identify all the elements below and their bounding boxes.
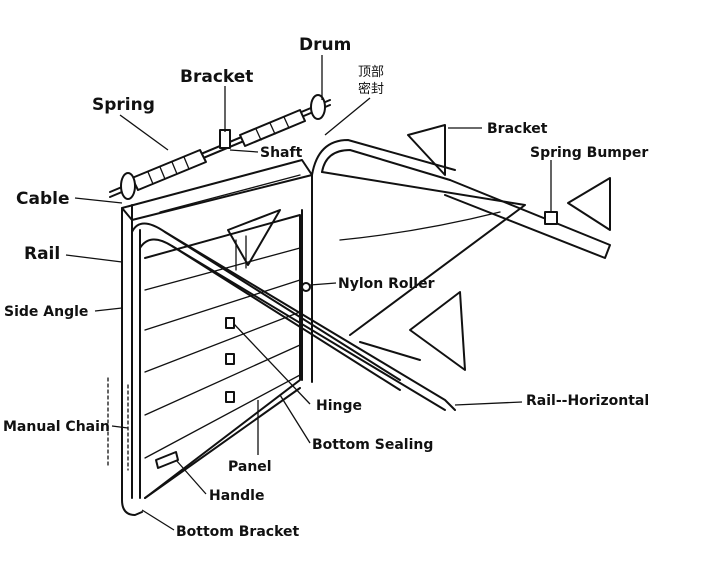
label-panel: Panel — [228, 459, 272, 475]
label-spring-bumper: Spring Bumper — [530, 145, 648, 161]
label-bracket-right: Bracket — [487, 121, 548, 137]
manual-chain — [107, 377, 129, 471]
door-panel — [144, 214, 301, 499]
door-drawing — [107, 94, 611, 516]
label-chinese-line2: 密封 — [358, 81, 384, 97]
label-side-angle: Side Angle — [4, 304, 88, 320]
labels: Drum Bracket Spring 顶部 密封 Bracket Shaft … — [3, 35, 649, 540]
label-chinese-line1: 顶部 — [358, 65, 384, 80]
label-drum: Drum — [299, 35, 351, 55]
label-cable: Cable — [16, 189, 69, 209]
horizontal-section — [164, 124, 611, 411]
label-bottom-bracket: Bottom Bracket — [176, 524, 300, 540]
label-shaft: Shaft — [260, 145, 303, 161]
label-rail-horizontal: Rail--Horizontal — [526, 393, 649, 409]
label-bracket-top: Bracket — [180, 67, 253, 87]
label-spring: Spring — [92, 95, 155, 115]
nylon-roller-shape — [301, 282, 311, 292]
label-manual-chain: Manual Chain — [3, 419, 110, 435]
right-rail — [301, 139, 456, 383]
header-beam — [121, 159, 313, 221]
label-nylon-roller: Nylon Roller — [338, 276, 435, 292]
shaft-assembly — [109, 94, 331, 200]
label-hinge: Hinge — [316, 398, 362, 414]
label-bottom-sealing: Bottom Sealing — [312, 437, 433, 453]
label-rail: Rail — [24, 244, 60, 264]
leader-lines — [65, 55, 552, 531]
label-handle: Handle — [209, 488, 264, 504]
